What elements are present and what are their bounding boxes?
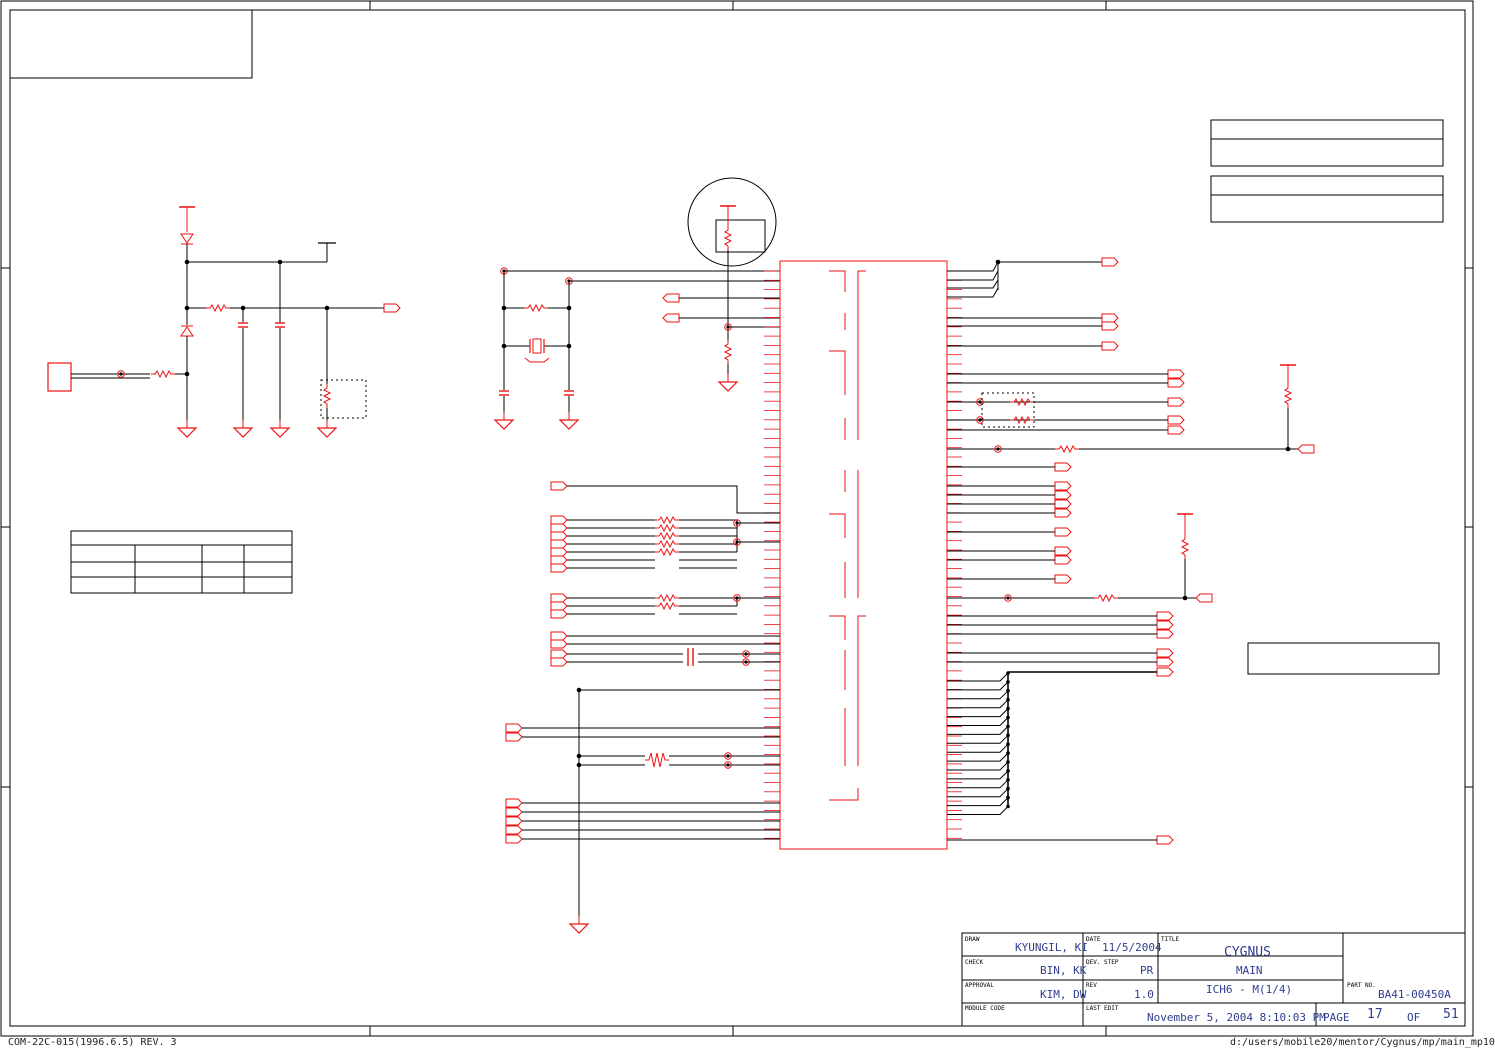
part-no-label: PART NO. <box>1347 982 1376 989</box>
check-label: CHECK <box>965 959 984 966</box>
ic-internal-brackets <box>829 270 866 801</box>
title-label: TITLE <box>1161 936 1180 943</box>
page-number: 17 <box>1367 1007 1383 1022</box>
highlighted-pullup <box>662 177 780 392</box>
date-label: DATE <box>1086 936 1101 943</box>
last-edit-value: November 5, 2004 8:10:03 PM <box>1147 1011 1326 1024</box>
draw-label: DRAW <box>965 936 980 943</box>
approval-label: APPROVAL <box>965 982 994 989</box>
part-no-value: BA41-00450A <box>1378 988 1451 1001</box>
of-label: OF <box>1407 1011 1421 1024</box>
ich6-m-ic <box>764 260 962 850</box>
left-bus-wiring <box>505 481 780 934</box>
rev-label: REV <box>1086 982 1097 989</box>
note-boxes <box>1210 119 1444 675</box>
dev-step-label: DEV. STEP <box>1086 959 1119 966</box>
title-line-3: ICH6 - M(1/4) <box>1206 983 1293 996</box>
title-block <box>961 932 1466 1027</box>
draw-value: KYUNGIL, KI <box>1015 941 1088 954</box>
last-edit-label: LAST EDIT <box>1086 1005 1119 1012</box>
approval-value: KIM, DW <box>1040 988 1087 1001</box>
check-value: BIN, KK <box>1040 964 1087 977</box>
dev-step-value: PR <box>1140 964 1154 977</box>
page-label: PAGE <box>1323 1011 1350 1024</box>
ic-right-pins <box>947 270 962 839</box>
crystal-circuit <box>494 267 780 430</box>
title-line-2: MAIN <box>1236 964 1263 977</box>
right-bus-wiring <box>947 257 1315 845</box>
module-code-label: MODULE CODE <box>965 1005 1005 1012</box>
option-table <box>70 530 293 594</box>
rev-value: 1.0 <box>1134 988 1154 1001</box>
form-code: COM-22C-015(1996.6.5) REV. 3 <box>8 1037 177 1048</box>
file-path: d:/users/mobile20/mentor/Cygnus/mp/main_… <box>1230 1037 1495 1048</box>
ic-left-pins <box>764 270 780 839</box>
drawing-frame <box>0 0 1474 1037</box>
title-line-1: CYGNUS <box>1224 945 1271 960</box>
rtc-battery-circuit <box>47 206 401 438</box>
date-value: 11/5/2004 <box>1102 941 1162 954</box>
total-pages: 51 <box>1443 1007 1459 1022</box>
